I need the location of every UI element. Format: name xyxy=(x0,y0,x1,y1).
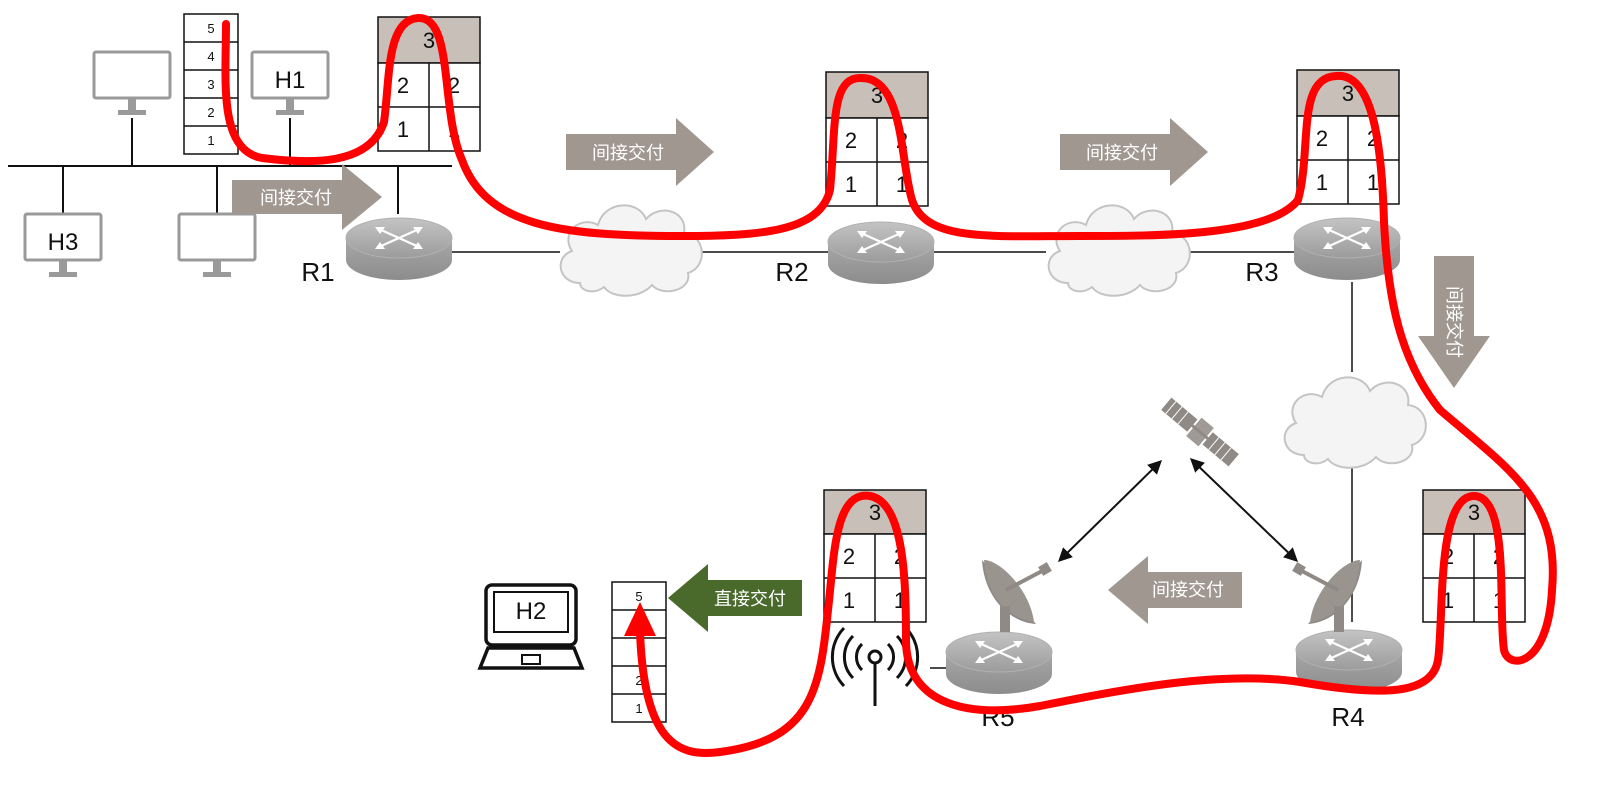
direct-arrow-r5-h2-label: 直接交付 xyxy=(714,589,786,610)
cloud-icon xyxy=(1283,376,1427,469)
indirect-arrow-lan-label: 间接交付 xyxy=(260,188,332,209)
indirect-arrow-r2-r3: 间接交付 xyxy=(1060,118,1208,186)
laptop-icon xyxy=(477,583,585,670)
direct-arrow-r5-h2: 直接交付 xyxy=(668,564,802,632)
host-h1-label: H1 xyxy=(275,67,306,94)
r3-stack-mid-left: 2 xyxy=(1316,126,1328,151)
indirect-arrow-r1-r2: 间接交付 xyxy=(566,118,714,186)
network-links xyxy=(452,251,1353,669)
r1-stack-bottom-left: 1 xyxy=(397,117,409,142)
packet-route-path xyxy=(221,13,1557,757)
router-icon xyxy=(944,630,1054,696)
router-stacks: 3 2 2 1 1 3 2 2 1 1 xyxy=(377,16,1526,623)
indirect-arrow-r2-r3-label: 间接交付 xyxy=(1086,143,1158,164)
indirect-arrow-r3-r4: 间接交付 xyxy=(1418,256,1490,388)
h1-stack-layer-1: 1 xyxy=(207,133,214,148)
lan-segment xyxy=(8,118,452,214)
r5-stack-top: 3 xyxy=(869,500,881,525)
host-h3-label: H3 xyxy=(48,229,79,256)
r1-stack-mid-left: 2 xyxy=(397,73,409,98)
monitor-icon xyxy=(177,212,257,279)
satellite-dish-icon xyxy=(982,560,1052,632)
r4-stack-top: 3 xyxy=(1468,500,1480,525)
r3-stack-bottom-left: 1 xyxy=(1316,170,1328,195)
h2-stack-layer-5: 5 xyxy=(635,589,642,604)
r1-stack-top: 3 xyxy=(423,28,435,53)
router-icon xyxy=(826,220,936,286)
r1-protocol-stack: 3 2 2 1 1 xyxy=(377,16,481,152)
router-r3-label: R3 xyxy=(1245,257,1278,287)
r5-protocol-stack: 3 2 2 1 1 xyxy=(823,489,927,623)
host-h2: H2 xyxy=(477,583,585,670)
h2-stack-layer-1: 1 xyxy=(635,701,642,716)
router-r4: R4 xyxy=(1294,628,1404,732)
satellite-dish-icon xyxy=(1292,560,1362,632)
monitor-icon xyxy=(92,50,172,117)
h1-stack-layer-2: 2 xyxy=(207,105,214,120)
router-r3: R3 xyxy=(1245,216,1402,287)
r3-stack-top: 3 xyxy=(1342,81,1354,106)
host-h1: H1 xyxy=(250,50,330,117)
r2-stack-mid-left: 2 xyxy=(845,128,857,153)
indirect-arrow-r3-r4-label: 间接交付 xyxy=(1443,286,1464,358)
indirect-arrow-lan: 间接交付 xyxy=(232,164,382,230)
host-h3: H3 xyxy=(23,212,103,279)
router-r1-label: R1 xyxy=(301,257,334,287)
router-r1: R1 xyxy=(301,216,454,287)
h1-stack-layer-4: 4 xyxy=(207,49,214,64)
r5-stack-bottom-left: 1 xyxy=(843,588,855,613)
wireless-antenna-icon xyxy=(830,626,920,706)
h1-stack-layer-5: 5 xyxy=(207,21,214,36)
r5-stack-mid-left: 2 xyxy=(843,544,855,569)
router-r2-label: R2 xyxy=(775,257,808,287)
host-h2-label: H2 xyxy=(516,598,547,625)
cloud-icon xyxy=(559,204,703,297)
router-icon xyxy=(344,216,454,282)
router-r2: R2 xyxy=(775,220,936,287)
indirect-arrow-r4-r5-label: 间接交付 xyxy=(1152,580,1224,601)
router-r5: R5 xyxy=(944,630,1054,732)
h2-stack-layer-2: 2 xyxy=(635,673,642,688)
indirect-arrow-r4-r5: 间接交付 xyxy=(1108,556,1242,624)
r3-stack-bottom-right: 1 xyxy=(1367,170,1379,195)
router-r4-label: R4 xyxy=(1331,702,1364,732)
indirect-arrow-r1-r2-label: 间接交付 xyxy=(592,143,664,164)
satellite-links xyxy=(1058,458,1299,562)
satellite-icon xyxy=(1161,397,1239,467)
r2-stack-bottom-left: 1 xyxy=(845,172,857,197)
h1-stack-layer-3: 3 xyxy=(207,77,214,92)
cloud-icon xyxy=(1047,204,1191,297)
